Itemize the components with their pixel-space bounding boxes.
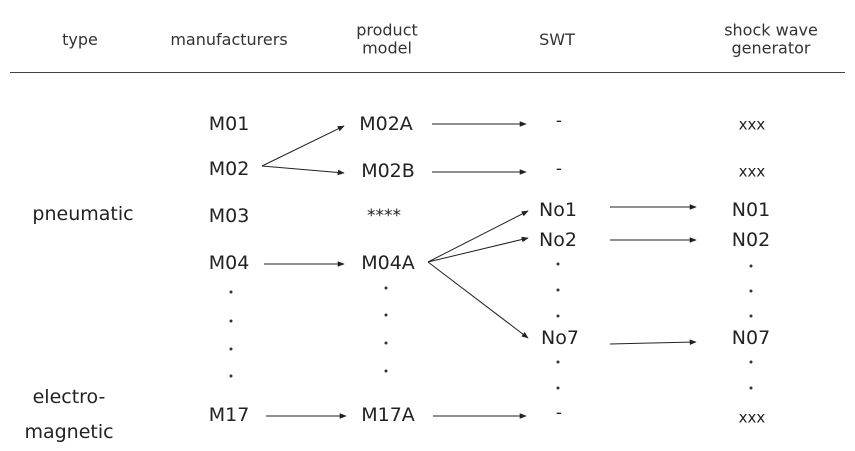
header-swt: SWT [539, 29, 575, 49]
ellipsis-dot [749, 289, 753, 293]
model-m17a: M17A [361, 404, 415, 427]
header-generator-line2: generator [731, 39, 811, 58]
arrow-m02-to-m02b [261, 165, 345, 176]
model-m02b: M02B [361, 160, 415, 183]
swt-no1: No1 [539, 199, 577, 222]
swt-no2: No2 [539, 229, 577, 252]
swt-none-3: - [555, 403, 563, 424]
header-generator: shock wave generator [724, 20, 818, 59]
swt-none-1: - [555, 111, 563, 132]
generator-xxx-2: xxx [738, 162, 766, 181]
ellipsis-dot [384, 341, 388, 345]
ellipsis-dot [384, 286, 388, 290]
ellipsis-dot [556, 360, 560, 364]
type-pneumatic: pneumatic [32, 203, 134, 226]
header-product-model: product model [356, 20, 418, 59]
manufacturer-m01: M01 [208, 113, 250, 136]
header-manufacturers: manufacturers [170, 29, 288, 49]
ellipsis-dot [229, 290, 233, 294]
ellipsis-dot [556, 262, 560, 266]
model-m04a: M04A [361, 252, 415, 275]
arrow-no7-to-n07 [609, 339, 697, 345]
generator-n07: N07 [731, 327, 771, 350]
generator-n02: N02 [731, 229, 771, 252]
generator-xxx-1: xxx [738, 115, 766, 134]
arrow-m04a-to-no7 [427, 261, 529, 339]
header-product-model-line2: model [362, 39, 412, 58]
ellipsis-dot [384, 313, 388, 317]
ellipsis-dot [749, 264, 753, 268]
ellipsis-dot [229, 347, 233, 351]
ellipsis-dot [749, 386, 753, 390]
manufacturer-m17: M17 [208, 404, 250, 427]
ellipsis-dot [229, 374, 233, 378]
model-m02a: M02A [359, 113, 413, 136]
ellipsis-dot [749, 314, 753, 318]
arrow-m04a-to-no1 [427, 210, 529, 263]
swt-none-2: - [555, 159, 563, 180]
header-type: type [62, 29, 98, 49]
header-rule [10, 72, 845, 73]
generator-xxx-3: xxx [738, 408, 766, 427]
model-unknown: **** [367, 206, 401, 227]
ellipsis-dot [384, 369, 388, 373]
type-electro-line1: electro- [32, 385, 106, 408]
ellipsis-dot [556, 288, 560, 292]
manufacturer-m04: M04 [208, 252, 250, 275]
header-product-model-line1: product [356, 20, 418, 40]
ellipsis-dot [749, 360, 753, 364]
type-electro-line2: magnetic [24, 421, 114, 443]
arrow-m02-to-m02a [261, 125, 345, 167]
type-electromagnetic: electro- magnetic [24, 380, 113, 450]
manufacturer-m02: M02 [208, 158, 250, 181]
manufacturer-m03: M03 [208, 205, 250, 228]
ellipsis-dot [556, 386, 560, 390]
arrow-m04a-to-no2 [427, 236, 529, 263]
ellipsis-dot [556, 314, 560, 318]
header-generator-line1: shock wave [724, 20, 818, 40]
ellipsis-dot [229, 319, 233, 323]
generator-n01: N01 [731, 199, 771, 222]
swt-no7: No7 [541, 327, 579, 350]
